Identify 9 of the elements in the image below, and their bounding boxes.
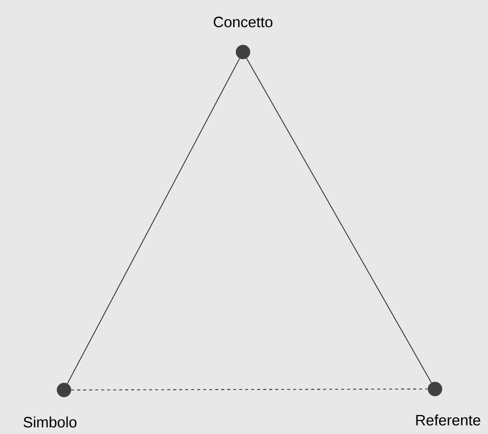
node-dot bbox=[428, 382, 442, 396]
node-dot bbox=[56, 382, 72, 398]
node-dot bbox=[236, 44, 250, 60]
node-label: Referente bbox=[416, 414, 480, 426]
connector-line bbox=[246, 58, 432, 384]
connector-line bbox=[66, 58, 240, 384]
connector-line bbox=[70, 388, 428, 390]
node-label: Concetto bbox=[214, 16, 272, 28]
node-label: Simbolo bbox=[24, 416, 76, 428]
